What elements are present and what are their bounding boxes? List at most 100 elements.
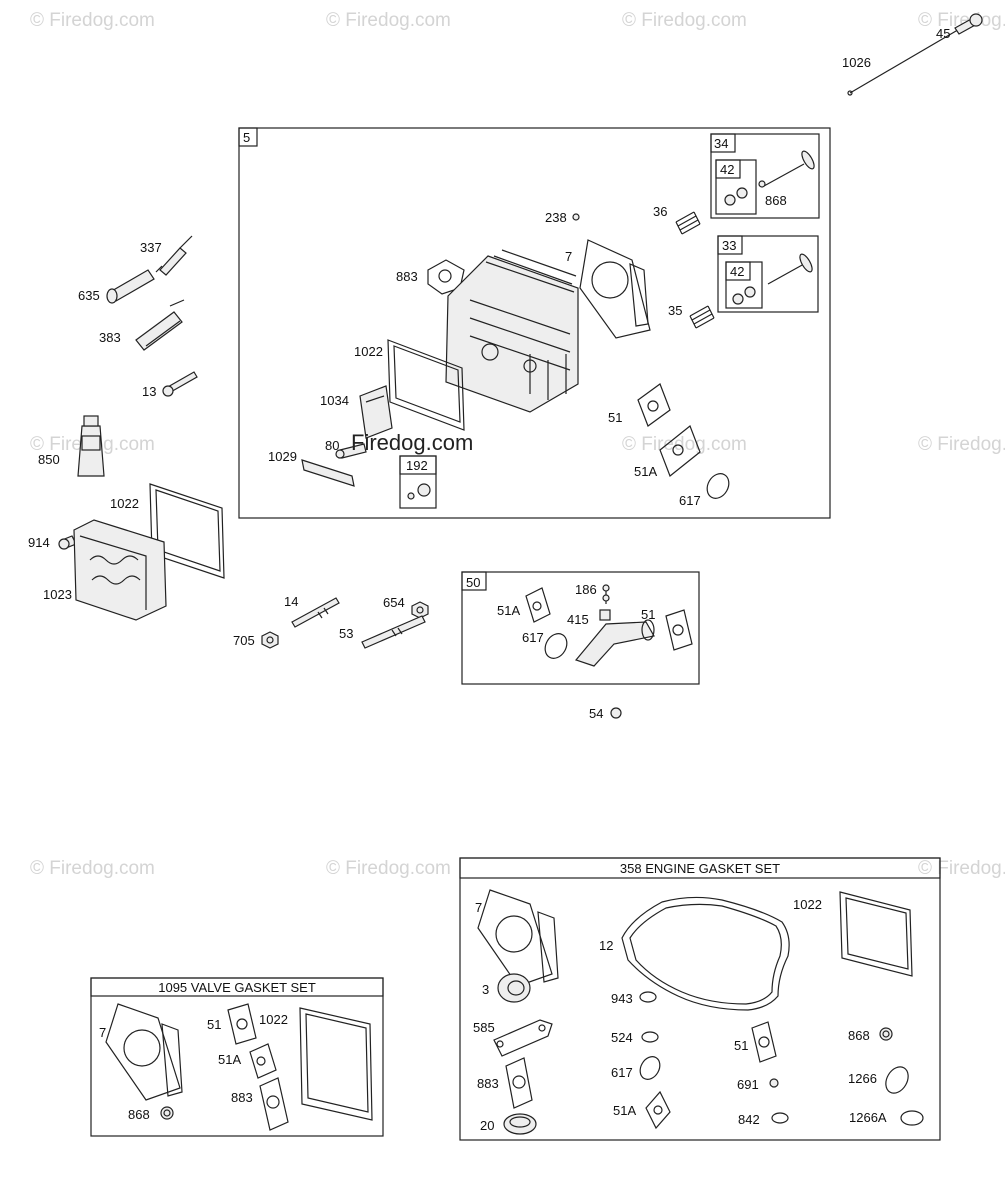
part-label-7-head[interactable]: 7 bbox=[565, 249, 572, 264]
part-label-eg-12[interactable]: 12 bbox=[599, 938, 613, 953]
part-label-vg-868[interactable]: 868 bbox=[128, 1107, 150, 1122]
part-label-80[interactable]: 80 bbox=[325, 438, 339, 453]
part-label-eg-585[interactable]: 585 bbox=[473, 1020, 495, 1035]
part-label-383[interactable]: 383 bbox=[99, 330, 121, 345]
part-label-337[interactable]: 337 bbox=[140, 240, 162, 255]
part-label-vg-7[interactable]: 7 bbox=[99, 1025, 106, 1040]
part-label-54[interactable]: 54 bbox=[589, 706, 603, 721]
engine-gasket-set-group: 358 ENGINE GASKET SET 7 12 1022 3 943 bbox=[459, 857, 941, 1141]
part-label-eg-691[interactable]: 691 bbox=[737, 1077, 759, 1092]
part-label-1022-head[interactable]: 1022 bbox=[354, 344, 383, 359]
o-ring-icon bbox=[900, 1110, 924, 1126]
part-label-vg-883[interactable]: 883 bbox=[231, 1090, 253, 1105]
part-label-51a-head[interactable]: 51A bbox=[634, 464, 657, 479]
nut-icon bbox=[261, 631, 279, 649]
group-title-358[interactable]: 358 ENGINE GASKET SET bbox=[620, 861, 780, 876]
part-label-eg-7[interactable]: 7 bbox=[475, 900, 482, 915]
gasket-icon bbox=[493, 1019, 553, 1057]
valve-cover-icon bbox=[73, 519, 167, 621]
intake-gasket-icon bbox=[227, 1003, 257, 1045]
part-label-51-head[interactable]: 51 bbox=[608, 410, 622, 425]
group-label-42-intake[interactable]: 42 bbox=[730, 264, 744, 279]
group-title-1095[interactable]: 1095 VALVE GASKET SET bbox=[158, 980, 316, 995]
part-label-1034[interactable]: 1034 bbox=[320, 393, 349, 408]
valve-spring-icon bbox=[689, 305, 715, 329]
part-label-1029[interactable]: 1029 bbox=[268, 449, 297, 464]
watermark: © Firedog.com bbox=[622, 10, 747, 31]
part-label-238[interactable]: 238 bbox=[545, 210, 567, 225]
head-assembly-group: 5 34 42 868 33 42 bbox=[238, 127, 831, 519]
watermark: © Firedog.com bbox=[918, 434, 1005, 455]
watermark: Firedog.com bbox=[351, 430, 473, 455]
intake-valve-icon bbox=[767, 253, 813, 285]
part-label-705[interactable]: 705 bbox=[233, 633, 255, 648]
part-label-eg-51a[interactable]: 51A bbox=[613, 1103, 636, 1118]
group-label-5[interactable]: 5 bbox=[243, 130, 250, 145]
part-label-617-head[interactable]: 617 bbox=[679, 493, 701, 508]
part-label-14[interactable]: 14 bbox=[284, 594, 298, 609]
o-ring-icon bbox=[639, 1056, 661, 1080]
part-label-1023[interactable]: 1023 bbox=[43, 587, 72, 602]
group-label-34[interactable]: 34 bbox=[714, 136, 728, 151]
intake-gasket-icon bbox=[525, 587, 551, 623]
part-label-1022-cover[interactable]: 1022 bbox=[110, 496, 139, 511]
part-label-36[interactable]: 36 bbox=[653, 204, 667, 219]
part-label-51a-manifold[interactable]: 51A bbox=[497, 603, 520, 618]
group-label-33[interactable]: 33 bbox=[722, 238, 736, 253]
part-label-35[interactable]: 35 bbox=[668, 303, 682, 318]
part-label-eg-943[interactable]: 943 bbox=[611, 991, 633, 1006]
part-label-13[interactable]: 13 bbox=[142, 384, 156, 399]
part-label-850[interactable]: 850 bbox=[38, 452, 60, 467]
part-label-eg-51[interactable]: 51 bbox=[734, 1038, 748, 1053]
group-label-192[interactable]: 192 bbox=[406, 458, 428, 473]
rocker-stud-group: 14 654 705 53 bbox=[233, 594, 429, 649]
part-label-eg-1022[interactable]: 1022 bbox=[793, 897, 822, 912]
o-ring-icon bbox=[544, 633, 568, 659]
valve-keeper-icon bbox=[724, 187, 748, 206]
part-label-53[interactable]: 53 bbox=[339, 626, 353, 641]
part-label-eg-20[interactable]: 20 bbox=[480, 1118, 494, 1133]
valve-gasket-set-group: 1095 VALVE GASKET SET 7 51 1022 51A 883 bbox=[90, 977, 384, 1137]
crankcase-gasket-icon bbox=[621, 896, 790, 1011]
group-label-42-exhaust[interactable]: 42 bbox=[720, 162, 734, 177]
part-label-617-manifold[interactable]: 617 bbox=[522, 630, 544, 645]
watermark: © Firedog.com bbox=[622, 434, 747, 455]
part-label-51-manifold[interactable]: 51 bbox=[641, 607, 655, 622]
part-label-868-head[interactable]: 868 bbox=[765, 193, 787, 208]
valve-cover-gasket-icon bbox=[149, 483, 225, 579]
watermark: © Firedog.com bbox=[30, 10, 155, 31]
watermark: © Firedog.com bbox=[918, 858, 1005, 879]
part-label-883-head[interactable]: 883 bbox=[396, 269, 418, 284]
part-label-eg-1266[interactable]: 1266 bbox=[848, 1071, 877, 1086]
part-label-415[interactable]: 415 bbox=[567, 612, 589, 627]
part-label-654[interactable]: 654 bbox=[383, 595, 405, 610]
part-label-eg-1266a[interactable]: 1266A bbox=[849, 1110, 887, 1125]
breather-bracket-icon bbox=[301, 459, 355, 487]
part-label-eg-617[interactable]: 617 bbox=[611, 1065, 633, 1080]
part-label-eg-524[interactable]: 524 bbox=[611, 1030, 633, 1045]
part-label-1026[interactable]: 1026 bbox=[842, 55, 871, 70]
o-ring-icon bbox=[885, 1066, 909, 1094]
part-label-vg-51[interactable]: 51 bbox=[207, 1017, 221, 1032]
head-gasket-icon bbox=[105, 1003, 183, 1101]
part-label-eg-3[interactable]: 3 bbox=[482, 982, 489, 997]
left-parts: 337 635 383 13 850 10 bbox=[28, 235, 225, 621]
part-label-vg-51a[interactable]: 51A bbox=[218, 1052, 241, 1067]
group-label-50[interactable]: 50 bbox=[466, 575, 480, 590]
valve-seal-icon bbox=[879, 1027, 893, 1041]
oil-seal-icon bbox=[497, 973, 531, 1003]
manifold-icon bbox=[574, 619, 655, 667]
part-label-vg-1022[interactable]: 1022 bbox=[259, 1012, 288, 1027]
watermark: © Firedog.com bbox=[30, 858, 155, 879]
screw-icon bbox=[610, 707, 622, 719]
intake-gasket-icon bbox=[637, 383, 671, 427]
part-label-eg-868[interactable]: 868 bbox=[848, 1028, 870, 1043]
rocker-stud-icon bbox=[361, 615, 426, 649]
part-label-45[interactable]: 45 bbox=[936, 26, 950, 41]
part-label-eg-883[interactable]: 883 bbox=[477, 1076, 499, 1091]
part-label-914[interactable]: 914 bbox=[28, 535, 50, 550]
part-label-635[interactable]: 635 bbox=[78, 288, 100, 303]
plug-icon bbox=[572, 213, 580, 221]
part-label-186[interactable]: 186 bbox=[575, 582, 597, 597]
part-label-eg-842[interactable]: 842 bbox=[738, 1112, 760, 1127]
